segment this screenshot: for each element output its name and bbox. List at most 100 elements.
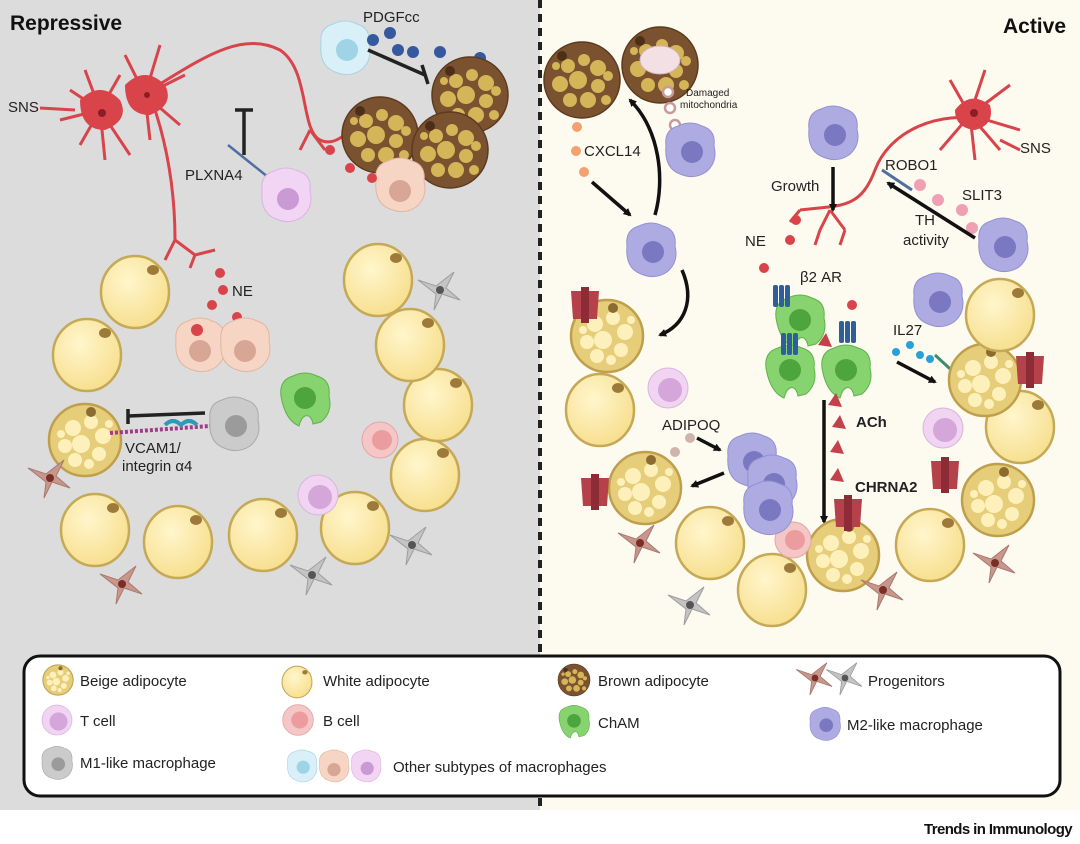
legend-item-progenitors: Progenitors	[795, 662, 945, 696]
legend-item-beige: Beige adipocyte	[42, 664, 187, 696]
peach-macrophage	[375, 157, 426, 213]
peach-macrophage	[220, 317, 271, 373]
right-ne-label: NE	[745, 233, 766, 250]
adipoq-label: ADIPOQ	[662, 417, 720, 434]
th-activity-arrow	[886, 181, 976, 240]
damaged-mito-label-line2: mitochondria	[680, 100, 738, 111]
pink-macrophage-icon	[351, 749, 382, 783]
right-sns-label: SNS	[1020, 140, 1051, 157]
b-cell	[361, 421, 399, 459]
ucp1-channel	[931, 457, 959, 493]
white-adipocyte	[674, 505, 746, 581]
t-cell	[297, 474, 339, 516]
m1-macrophage-icon	[41, 745, 73, 780]
legend-label: M1-like macrophage	[80, 755, 216, 772]
left-sns-label: SNS	[8, 99, 39, 116]
slit3-molecules	[914, 179, 978, 234]
growth-label: Growth	[771, 178, 819, 195]
chrna2-label: CHRNA2	[855, 479, 918, 496]
legend-item-other-macrophages: Other subtypes of macrophages	[287, 749, 606, 783]
ucp1-channel	[1016, 352, 1044, 388]
white-adipocyte	[142, 504, 214, 580]
plxna4-label: PLXNA4	[185, 167, 243, 184]
left-sns-neuron	[39, 42, 352, 269]
ach-label: ACh	[856, 414, 887, 431]
white-adipocyte	[964, 277, 1036, 353]
legend-label: T cell	[80, 713, 116, 730]
ucp1-channel	[581, 474, 609, 510]
legend-label: Progenitors	[868, 673, 945, 690]
white-adipocyte	[342, 242, 414, 318]
t-cell	[922, 407, 964, 449]
white-adipocyte	[51, 317, 123, 393]
m2-macrophage	[743, 480, 794, 536]
white-adipocyte-icon	[281, 665, 313, 699]
pink-macrophage	[261, 167, 312, 223]
th-label-line2: activity	[903, 232, 949, 249]
beige-adipocyte-icon	[42, 664, 74, 696]
damaged-mito-label-line1: Damaged	[686, 88, 729, 99]
vcam1-label-line1: VCAM1/	[125, 440, 182, 457]
m2-macrophage	[913, 272, 964, 328]
legend-label: B cell	[323, 713, 360, 730]
legend-item-cham: ChAM	[558, 704, 640, 739]
legend-item-bcell: B cell	[282, 704, 360, 736]
legend-item-white: White adipocyte	[281, 665, 430, 699]
beige-adipocyte	[960, 462, 1036, 538]
il27-molecules	[892, 341, 934, 363]
t-cell-icon	[41, 704, 73, 736]
t-cell	[647, 367, 689, 409]
chrna2-channel	[834, 495, 862, 531]
blue-macrophage-icon	[287, 749, 318, 783]
il27-label: IL27	[893, 322, 922, 339]
beige-adipocyte	[607, 450, 683, 526]
m2-macrophage-icon	[809, 706, 841, 741]
vcam1-label-line2: integrin α4	[122, 458, 192, 475]
pdgfcc-macrophage	[320, 20, 371, 76]
m1-macrophage	[209, 396, 260, 452]
white-adipocyte	[99, 254, 171, 330]
cxcl14-label: CXCL14	[584, 143, 641, 160]
slit3-label: SLIT3	[962, 187, 1002, 204]
legend-item-m2: M2-like macrophage	[809, 706, 983, 741]
m2-macrophage	[626, 222, 677, 278]
white-adipocyte	[59, 492, 131, 568]
robo1-label: ROBO1	[885, 157, 938, 174]
active-title: Active	[1003, 15, 1066, 38]
beta2-receptor	[773, 285, 790, 307]
pdgfcc-inhibition-arrow	[367, 48, 426, 77]
left-ne-label: NE	[232, 283, 253, 300]
th-label-line1: TH	[915, 212, 935, 229]
vcam1-inhibition	[127, 411, 206, 418]
right-sns-neuron	[788, 69, 1021, 246]
legend-label: Other subtypes of macrophages	[393, 759, 606, 776]
white-adipocyte	[736, 552, 808, 628]
beta2-receptor	[781, 333, 798, 355]
white-adipocyte	[564, 372, 636, 448]
b2ar-label: β2 AR	[800, 269, 842, 286]
beige-adipocyte	[947, 342, 1023, 418]
pdgfcc-label: PDGFcc	[363, 9, 420, 26]
legend-label: Beige adipocyte	[80, 673, 187, 690]
legend-label: Brown adipocyte	[598, 673, 709, 690]
beta2-receptor	[839, 321, 856, 343]
m2-macrophage	[808, 105, 859, 161]
b-cell-icon	[282, 704, 314, 736]
ach-molecules	[818, 333, 846, 482]
white-adipocyte	[894, 507, 966, 583]
m2-macrophage	[665, 122, 716, 178]
damaged-mitochondria	[661, 85, 682, 132]
legend-label: M2-like macrophage	[847, 717, 983, 734]
pdgfcc-molecules	[367, 27, 486, 64]
white-adipocyte	[227, 497, 299, 573]
legend-item-brown: Brown adipocyte	[557, 663, 709, 697]
legend-item-tcell: T cell	[41, 704, 116, 736]
legend-label: ChAM	[598, 715, 640, 732]
legend-item-m1: M1-like macrophage	[41, 745, 216, 780]
journal-credit: Trends in Immunology	[923, 821, 1073, 838]
cxcl14-molecules	[571, 122, 589, 177]
brown-adipocyte	[543, 41, 621, 119]
white-adipocyte	[389, 437, 461, 513]
legend-box	[22, 654, 1062, 798]
legend-label: White adipocyte	[323, 673, 430, 690]
